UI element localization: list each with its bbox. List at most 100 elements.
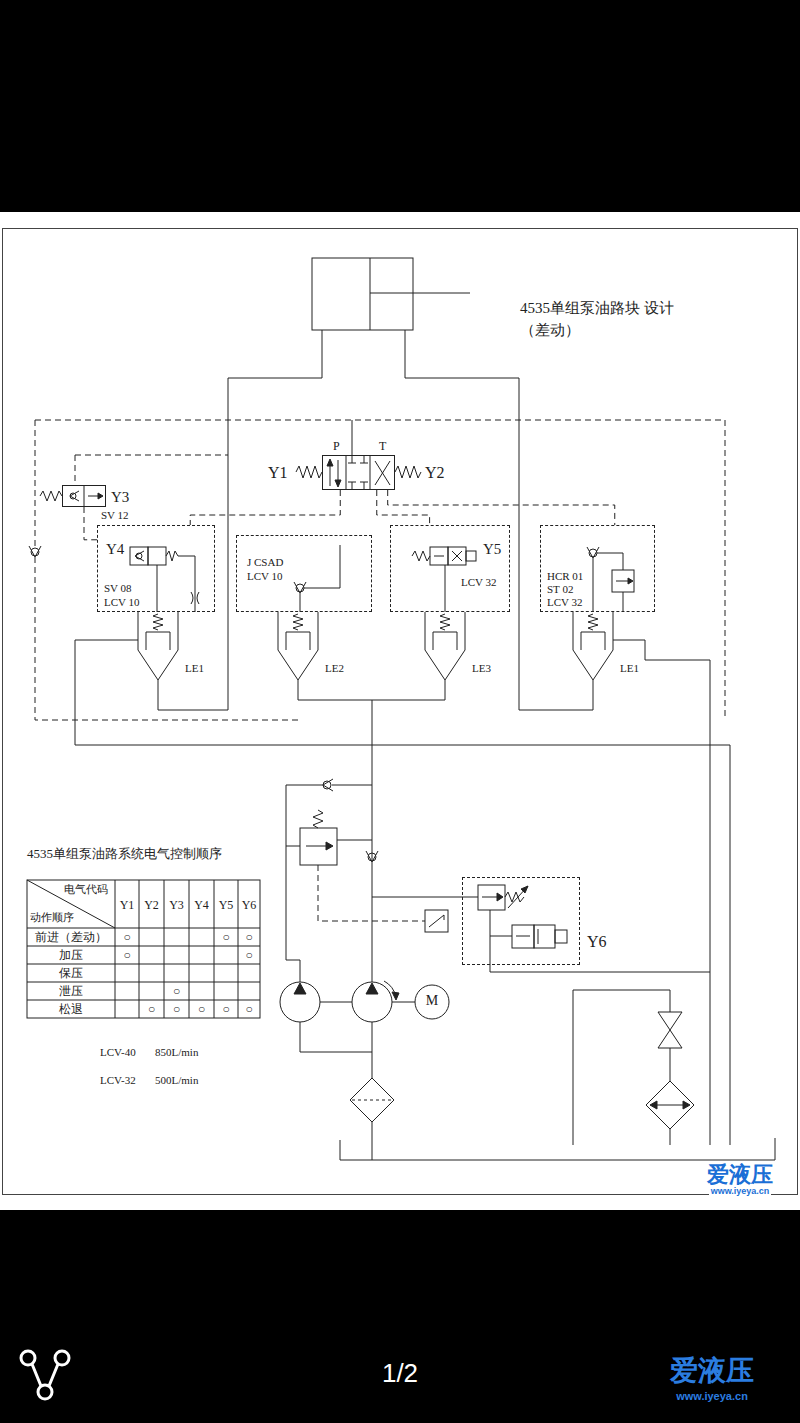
share-icon [21, 1351, 35, 1365]
unload-valve-group: Y6 [462, 877, 580, 965]
pump-symbol [280, 982, 320, 1022]
table-header: Y5 [219, 898, 234, 912]
table-header: Y1 [120, 898, 135, 912]
solenoid-code: Y3 [111, 488, 129, 506]
share-icon [38, 1385, 52, 1399]
table-grid [27, 880, 260, 1018]
check-valve [366, 851, 378, 862]
solenoid-code: Y2 [425, 463, 445, 482]
solenoid-code: Y5 [483, 540, 501, 558]
callout-label: LE2 [325, 662, 344, 675]
table-header: Y3 [169, 898, 184, 912]
part-code: SV 12 [101, 509, 129, 522]
flow-arrow [497, 893, 503, 901]
pilot-line [377, 490, 430, 525]
share-icon [32, 1364, 58, 1386]
table-mark: ○ [173, 984, 180, 998]
piston-rod [370, 258, 470, 330]
cylinder-barrel [312, 258, 413, 330]
note-text: 500L/min [155, 1074, 198, 1087]
part-code: J CSAD [247, 556, 283, 569]
diagram-title: 4535单组泵油路块 设计（差动） [520, 297, 680, 341]
page-ground [0, 212, 800, 1210]
watermark: 爱液压 [705, 1162, 775, 1188]
solenoid-coil [466, 551, 476, 561]
table-grid [27, 880, 260, 1018]
part-code: HCR 01 [547, 570, 583, 583]
pilot-valve [130, 547, 148, 565]
port-letter: P [333, 439, 340, 453]
table-mark: ○ [198, 1002, 205, 1016]
cooler-symbol [646, 1081, 694, 1129]
cartridge-cover: J CSADLCV 10 [236, 535, 372, 612]
note-text: LCV-40 [100, 1046, 136, 1059]
flow-arrow [98, 493, 103, 499]
table-cell: 加压 [59, 948, 83, 962]
table-mark: ○ [148, 1002, 155, 1016]
part-code: ST 02 [547, 583, 573, 596]
cartridge-cover: Y5LCV 32 [390, 525, 510, 612]
cartridge-cover: HCR 01ST 02LCV 32 [540, 525, 655, 612]
table-cell: 松退 [59, 1002, 83, 1016]
flow-arrow [306, 846, 326, 847]
drawing-frame [3, 229, 798, 1195]
pilot-line [35, 420, 725, 921]
filter-symbol [352, 1100, 392, 1101]
motor-symbol [415, 985, 449, 1019]
motor-letter: M [426, 993, 438, 1010]
watermark: www.iyeya.cn [709, 1186, 772, 1197]
table-header: 动作顺序 [30, 911, 74, 924]
solenoid-code: Y1 [268, 463, 288, 482]
hydraulic-circuit [27, 258, 775, 1160]
spring-symbol [296, 466, 322, 478]
cartridge-valve [278, 612, 318, 680]
table-cell: 保压 [59, 966, 83, 980]
solenoid-valve: Y3SV 12 [62, 485, 106, 507]
table-mark: ○ [123, 930, 130, 944]
filter-symbol [350, 1078, 394, 1122]
solenoid-code: Y4 [106, 540, 124, 558]
port-letter: T [379, 439, 386, 453]
ball-valve [658, 1012, 682, 1048]
pressure-switch [425, 910, 448, 932]
pump-symbol [294, 983, 306, 994]
directional-valve: PTY1Y2 [322, 455, 395, 490]
flow-arrow [482, 886, 528, 908]
share-icon [21, 1351, 69, 1399]
callout-label: LE1 [185, 662, 204, 675]
pressure-line [286, 785, 775, 1160]
spring-symbol [395, 466, 421, 478]
table-mark: ○ [222, 930, 229, 944]
note-text: 850L/min [155, 1046, 198, 1059]
table-title: 4535单组泵油路系统电气控制顺序 [27, 846, 222, 862]
spring-symbol [40, 491, 62, 501]
part-code: SV 08 [104, 582, 132, 595]
check-valve [323, 779, 333, 791]
table-header: 电气代码 [64, 883, 108, 896]
table-mark: ○ [245, 1002, 252, 1016]
valve-spools [434, 551, 462, 612]
callout-label: LE1 [620, 662, 639, 675]
cartridge-valve [425, 612, 465, 680]
table-header: Y2 [144, 898, 159, 912]
pilot-line [84, 507, 97, 540]
spring-symbol [166, 551, 178, 561]
table-mark: ○ [245, 930, 252, 944]
flow-arrow [521, 886, 528, 893]
part-code: LCV 32 [461, 576, 497, 589]
flow-arrow [335, 480, 341, 487]
spring-symbol [505, 892, 524, 902]
rotation-arrow [392, 992, 399, 1000]
part-code: LCV 32 [547, 596, 583, 609]
table-mark: ○ [245, 948, 252, 962]
table-header: Y6 [242, 898, 257, 912]
table-mark: ○ [123, 948, 130, 962]
check-valve [587, 547, 628, 612]
flow-arrow [628, 578, 633, 584]
check-valve [29, 546, 41, 557]
solenoid-code: Y6 [587, 932, 607, 951]
part-code: LCV 10 [104, 596, 140, 609]
